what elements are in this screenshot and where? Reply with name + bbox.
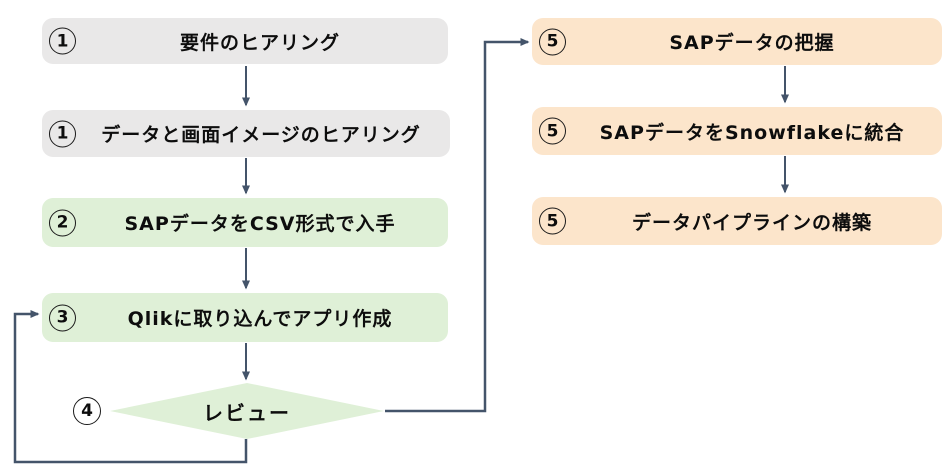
step-number-badge: 5 xyxy=(539,207,566,235)
step-number-badge: 1 xyxy=(49,120,76,147)
step-number-badge: 5 xyxy=(539,28,566,55)
node-label: SAPデータをSnowflakeに統合 xyxy=(599,121,905,144)
decision-review: レビュー xyxy=(110,383,384,439)
node-data-pipeline-build: 5 データパイプラインの構築 xyxy=(532,197,942,245)
node-sap-data-grasp: 5 SAPデータの把握 xyxy=(532,18,942,65)
step-number-badge: 3 xyxy=(49,304,76,331)
node-label: SAPデータの把握 xyxy=(669,32,835,54)
decision-label: レビュー xyxy=(203,400,291,425)
node-label: Qlikに取り込んでアプリ作成 xyxy=(127,308,393,330)
node-label: データパイプラインの構築 xyxy=(631,211,872,234)
step-number-badge: 1 xyxy=(49,27,76,55)
node-qlik-app-create: 3 Qlikに取り込んでアプリ作成 xyxy=(42,293,448,342)
node-label: データと画面イメージのヒアリング xyxy=(101,124,421,146)
node-label: 要件のヒアリング xyxy=(179,31,340,54)
step-number-badge: 5 xyxy=(539,117,566,145)
step-number-badge: 2 xyxy=(49,209,76,236)
node-sap-snowflake-integrate: 5 SAPデータをSnowflakeに統合 xyxy=(532,107,942,155)
step-number-badge: 4 xyxy=(73,397,101,425)
node-label: SAPデータをCSV形式で入手 xyxy=(124,213,396,235)
node-sap-csv-acquire: 2 SAPデータをCSV形式で入手 xyxy=(42,198,448,247)
node-requirements-hearing: 1 要件のヒアリング xyxy=(42,18,448,64)
node-data-screen-hearing: 1 データと画面イメージのヒアリング xyxy=(42,110,450,157)
